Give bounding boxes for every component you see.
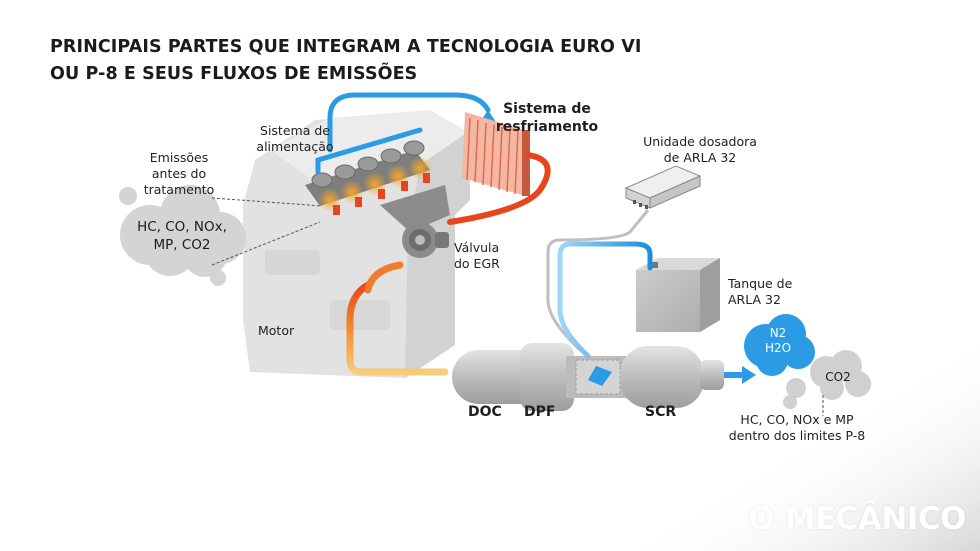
arla-supply-line [557, 241, 653, 359]
catalytic-converter-icon [452, 343, 724, 411]
label-tanque: Tanque de ARLA 32 [728, 276, 793, 307]
label-alimentacao: Sistema de alimentação [256, 123, 334, 154]
emission-leader-lines [211, 197, 323, 266]
exhaust-pipe-bend [364, 261, 404, 294]
label-motor: Motor [258, 323, 295, 338]
page-title: PRINCIPAIS PARTES QUE INTEGRAM A TECNOLO… [50, 34, 641, 88]
label-scr: SCR [645, 404, 677, 420]
label-dentro-limites: HC, CO, NOx e MP dentro dos limites P-8 [728, 412, 866, 443]
cloud-before-line1: HC, CO, NOx, [137, 219, 227, 235]
title-line-1: PRINCIPAIS PARTES QUE INTEGRAM A TECNOLO… [50, 37, 642, 57]
cloud-co2-text: CO2 [825, 370, 851, 384]
emissions-before-cloud-icon [119, 185, 246, 286]
cloud-before-line2: MP, CO2 [153, 237, 211, 253]
exhaust-pipe [346, 281, 449, 376]
egr-valve-icon [402, 222, 449, 258]
clean-output-cloud-icon [744, 314, 815, 376]
title-line-2: OU P-8 E SEUS FLUXOS DE EMISSÕES [50, 64, 418, 84]
label-dpf: DPF [524, 404, 556, 420]
label-valvula-egr: Válvula do EGR [454, 240, 500, 271]
intake-flow-line [315, 92, 491, 175]
arla-tank-icon [636, 258, 720, 332]
cloud-clean-text: N2 H2O [764, 326, 792, 355]
watermark-logo: O MECÂNICO [748, 501, 967, 537]
label-doc: DOC [468, 404, 502, 420]
label-resfriamento: Sistema de resfriamento [495, 101, 599, 135]
dosing-unit-icon [624, 165, 702, 209]
dosing-line [546, 209, 650, 352]
cloud-before-text: HC, CO, NOx, MP, CO2 [122, 218, 242, 254]
output-arrow-icon [742, 366, 756, 384]
intake-manifold-icon [305, 140, 450, 232]
label-unidade-dosadora: Unidade dosadora de ARLA 32 [643, 134, 757, 165]
hot-flow-upper [447, 152, 551, 225]
co2-cloud-icon [783, 350, 871, 409]
radiator-icon [462, 112, 530, 196]
label-emissoes-antes: Emissões antes do tratamento [143, 150, 215, 197]
